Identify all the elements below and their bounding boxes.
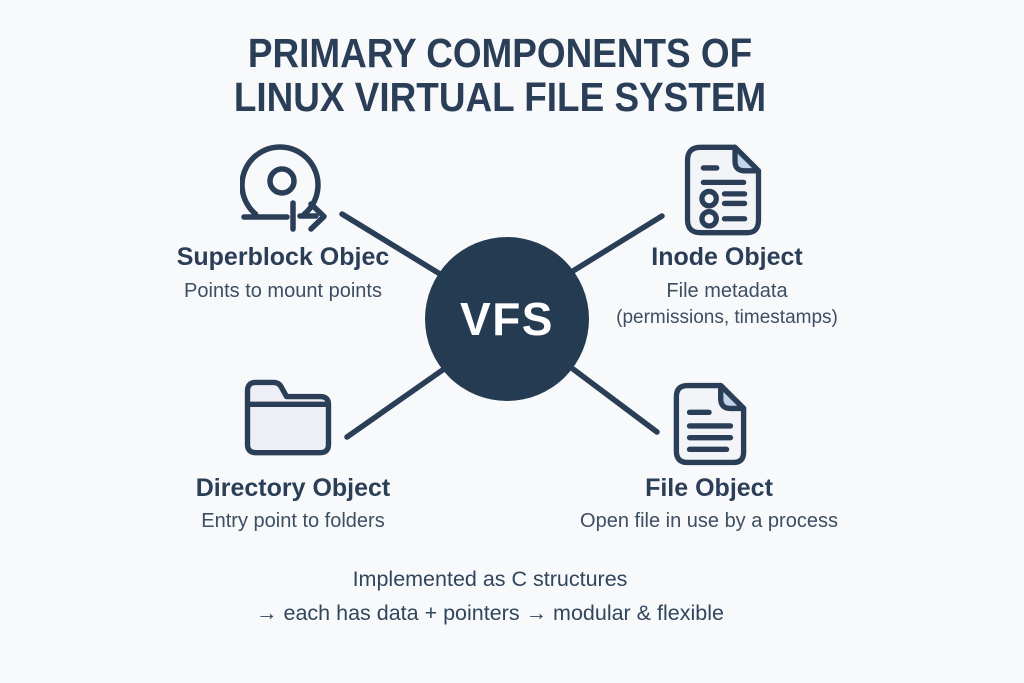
page-title: PRIMARY COMPONENTS OF LINUX VIRTUAL FILE… — [50, 31, 950, 119]
file-document-text-icon — [673, 382, 747, 466]
vfs-hub: VFS — [425, 237, 589, 401]
node-superblock: Superblock Objec Points to mount points — [158, 140, 408, 310]
node-sublabel: Entry point to folders — [201, 510, 385, 532]
node-directory: Directory Object Entry point to folders — [168, 375, 418, 540]
footer-line1: Implemented as C structures — [352, 567, 628, 591]
footer-line2: → each has data + pointers → modular & f… — [256, 601, 724, 625]
vfs-hub-label: VFS — [460, 293, 554, 345]
node-sublabel-2: (permissions, timestamps) — [616, 307, 838, 328]
node-label: Superblock Objec — [176, 243, 390, 271]
footer-note: Implemented as C structures → each has d… — [0, 562, 980, 630]
page-title-line2: LINUX VIRTUAL FILE SYSTEM — [233, 74, 767, 120]
page-title-line1: PRIMARY COMPONENTS OF — [247, 30, 753, 76]
superblock-disk-arrow-icon — [240, 144, 327, 232]
node-file: File Object Open file in use by a proces… — [580, 375, 838, 540]
node-label: Directory Object — [195, 474, 391, 502]
node-label: Inode Object — [651, 243, 803, 271]
node-inode: Inode Object File metadata (permissions,… — [602, 140, 852, 340]
node-sublabel: Points to mount points — [184, 280, 382, 302]
node-sublabel: Open file in use by a process — [580, 510, 838, 532]
folder-icon — [244, 379, 332, 456]
node-sublabel: File metadata — [666, 280, 788, 302]
inode-document-list-icon — [684, 144, 762, 236]
node-label: File Object — [645, 474, 773, 502]
